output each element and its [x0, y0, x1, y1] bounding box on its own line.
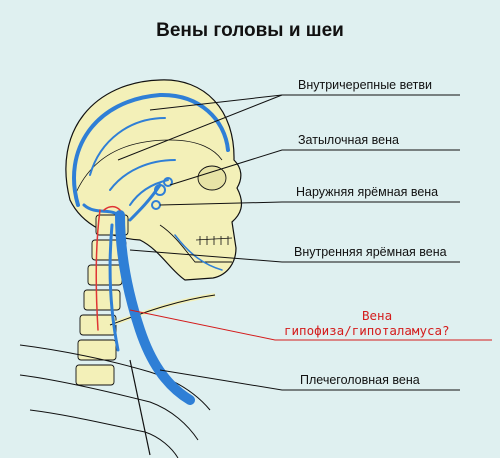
- label-occipital-vein: Затылочная вена: [298, 133, 399, 147]
- annotation-line-1: Вена: [362, 308, 393, 323]
- leader-lines: [117, 94, 460, 391]
- ribs: [19, 293, 216, 458]
- label-external-jugular-vein: Наружняя ярёмная вена: [296, 185, 439, 199]
- jaw: [159, 224, 232, 263]
- teeth: [195, 236, 233, 245]
- annotation-leader: [129, 309, 492, 341]
- annotation-line-2: гипофиза/гипоталамуса?: [284, 323, 450, 338]
- label-brachiocephalic-vein: Плечеголовная вена: [300, 373, 420, 387]
- orbit: [197, 165, 227, 191]
- label-intracranial-branches: Внутричерепные ветви: [298, 78, 432, 92]
- label-internal-jugular-vein: Внутренняя ярёмная вена: [294, 245, 447, 259]
- diagram-title: Вены головы и шеи: [156, 20, 344, 41]
- arteries: [95, 205, 121, 331]
- cranial-suture: [74, 139, 223, 196]
